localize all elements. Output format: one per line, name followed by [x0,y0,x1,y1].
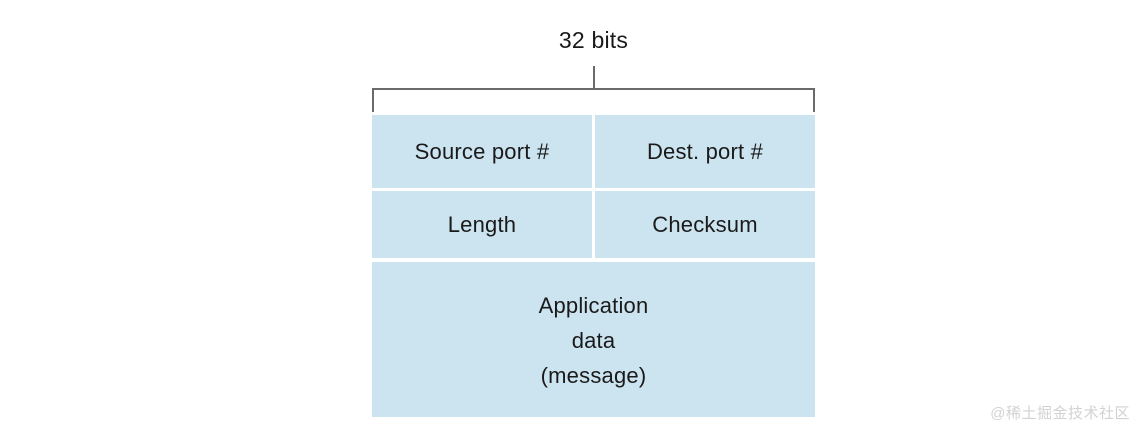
watermark: @稀土掘金技术社区 [990,405,1130,422]
bracket-stem [593,66,595,88]
field-dest-port: Dest. port # [595,115,815,188]
field-checksum: Checksum [595,191,815,258]
bracket-tick-left [372,88,374,112]
bracket-tick-right [813,88,815,112]
width-label: 32 bits [558,27,629,53]
application-data-line-1: Application [538,293,649,318]
field-source-port: Source port # [372,115,592,188]
bracket-horizontal-line [372,88,815,90]
application-data-text: Application data (message) [372,288,815,393]
application-data-line-3: (message) [540,363,647,388]
field-application-data: Application data (message) [372,262,815,417]
application-data-line-2: data [571,328,616,353]
field-length: Length [372,191,592,258]
